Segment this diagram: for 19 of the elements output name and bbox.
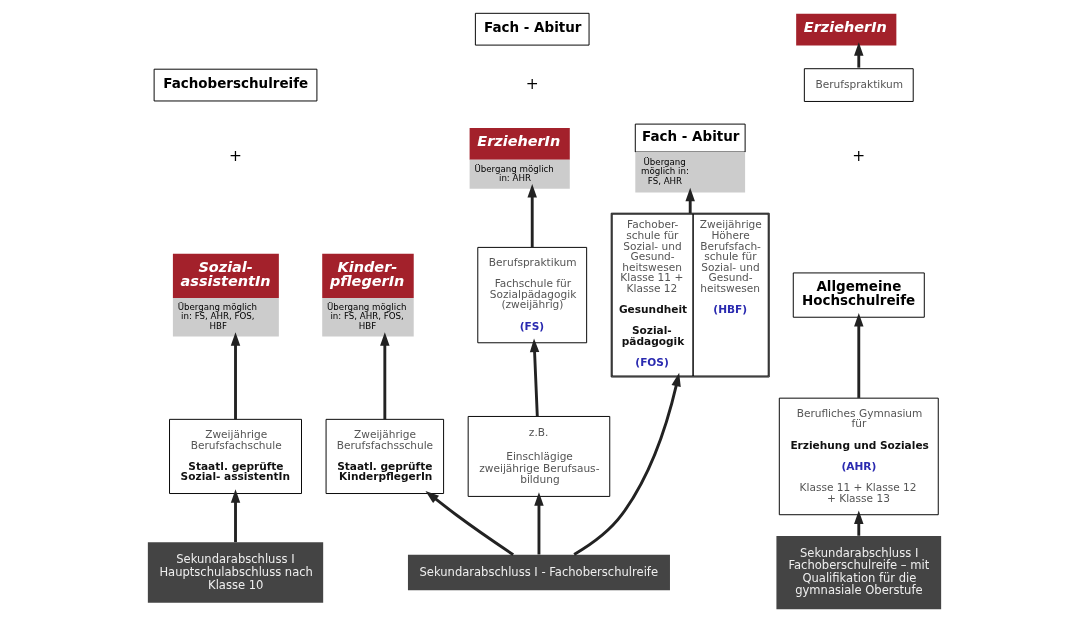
- arrow: [379, 332, 390, 420]
- arrow: [424, 491, 514, 556]
- arrow: [853, 42, 863, 68]
- arrow: [684, 187, 695, 214]
- label: +: [228, 147, 242, 166]
- node-box: Sekundarabschluss I Hauptschulabschluss nach Klasse 10: [147, 542, 323, 603]
- node-box: Sekundarabschluss I - Fachoberschulreife: [407, 554, 670, 591]
- arrow: [230, 332, 240, 420]
- arrow: [572, 372, 681, 556]
- arrow: [853, 510, 863, 536]
- arrow: [853, 313, 863, 398]
- arrow: [533, 492, 544, 555]
- arrow: [527, 183, 537, 248]
- label: +: [851, 147, 865, 166]
- node-box: Sekundarabschluss I Fachoberschulreife – mit Qualifikation für die gymnasiale Oberstufe: [775, 535, 941, 610]
- label: +: [525, 74, 539, 93]
- arrow: [230, 489, 240, 543]
- node-box: ErzieherIn: [795, 13, 896, 46]
- arrow: [529, 338, 539, 417]
